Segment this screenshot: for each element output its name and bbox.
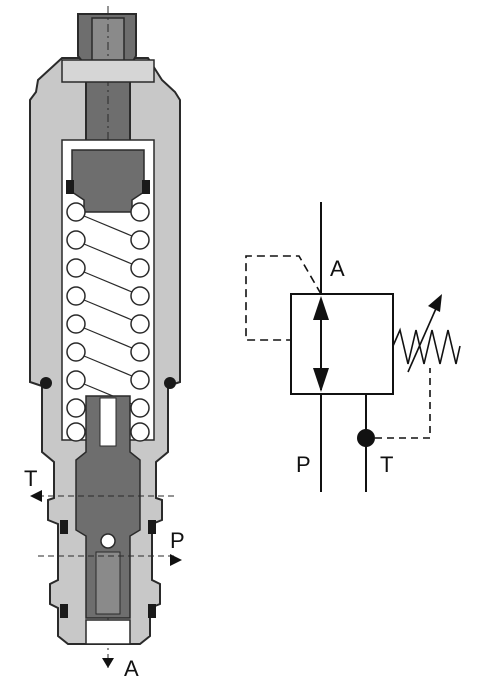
section-label-t: T [24, 466, 37, 491]
drain-line [375, 368, 431, 439]
spool-lower-bore [95, 551, 121, 615]
symbol-label-p: P [296, 452, 311, 477]
hydraulic-symbol: A P T [245, 202, 461, 492]
adjust-arrow-icon [428, 294, 442, 312]
flow-arrow-up-icon [313, 296, 329, 320]
seal-lower-right-2 [148, 604, 156, 618]
o-ring-left [40, 377, 52, 389]
port-a-arrow-icon [102, 658, 114, 668]
seal-lower-right-1 [148, 520, 156, 534]
cross-port-hole [100, 533, 116, 549]
section-label-p: P [170, 528, 185, 553]
valve-envelope [290, 293, 394, 395]
seal-upper-right [142, 180, 150, 194]
spring-coils [66, 202, 150, 442]
section-label-a: A [124, 656, 139, 681]
pilot-line-a [245, 255, 322, 341]
spool-bore [99, 397, 117, 447]
flow-arrow-down-icon [313, 368, 329, 392]
port-p-arrow-icon [170, 554, 182, 566]
seal-lower-left-2 [60, 604, 68, 618]
lock-nut [61, 59, 155, 83]
bottom-nozzle [85, 619, 131, 645]
junction-dot-icon [357, 429, 375, 447]
spring-icon [392, 327, 461, 365]
seal-lower-left-1 [60, 520, 68, 534]
o-ring-right [164, 377, 176, 389]
port-t-arrow-icon [30, 490, 42, 502]
seal-upper-left [66, 180, 74, 194]
poppet-spool [75, 395, 141, 619]
symbol-label-t: T [380, 452, 393, 477]
symbol-label-a: A [330, 256, 345, 281]
adjust-arrow-shaft [407, 303, 439, 373]
cartridge-cross-section: T P A [24, 6, 185, 681]
